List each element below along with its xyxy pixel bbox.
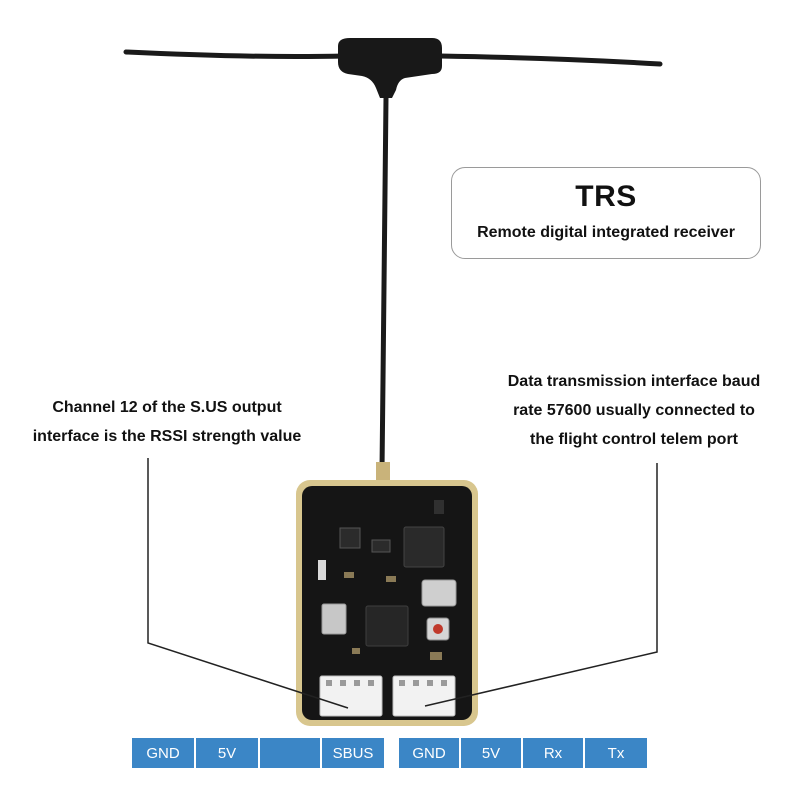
smd-part-7 (386, 576, 396, 582)
ufl-connector (376, 462, 390, 484)
callout-sbus-line: Channel 12 of the S.US output (52, 399, 282, 416)
pin-label (260, 738, 320, 768)
pin-label: SBUS (322, 738, 384, 768)
leader-line-right (424, 463, 658, 707)
header-socket-right (392, 675, 456, 717)
smd-part-6 (344, 572, 354, 578)
chip-rf (403, 526, 445, 568)
product-subtitle: Remote digital integrated receiver (477, 224, 735, 241)
smd-part-8 (352, 648, 360, 654)
callout-telemetry-line: Data transmission interface baud (507, 373, 761, 390)
pin-label-row-uart: GND 5V Rx Tx (399, 738, 647, 768)
pin-label-row-sbus: GND 5V SBUS (132, 738, 384, 768)
leader-line-left (147, 458, 349, 709)
pin-label: 5V (461, 738, 521, 768)
bind-button-cap (433, 624, 443, 634)
smd-part-5 (430, 652, 442, 660)
callout-sbus: Channel 12 of the S.US output interface … (8, 393, 326, 451)
callout-sbus-line: interface is the RSSI strength value (32, 428, 302, 445)
header-pins (326, 680, 447, 686)
smd-part-3 (371, 539, 391, 553)
title-box: TRS Remote digital integrated receiver (451, 167, 761, 259)
antenna-coax (379, 97, 389, 471)
smd-part-2 (339, 527, 361, 549)
crystal-left (321, 603, 347, 635)
crystal-right (421, 579, 457, 607)
product-title: TRS (575, 180, 637, 213)
smd-part-4 (434, 500, 444, 514)
pin-label: 5V (196, 738, 258, 768)
pin-label: GND (399, 738, 459, 768)
callout-telemetry-line: the flight control telem port (530, 431, 738, 448)
chip-mcu (365, 605, 409, 647)
smd-part-1 (318, 560, 326, 580)
pin-label: Rx (523, 738, 583, 768)
header-socket-left (319, 675, 383, 717)
callout-telemetry: Data transmission interface baud rate 57… (474, 367, 794, 454)
callout-telemetry-line: rate 57600 usually connected to (513, 402, 755, 419)
pin-label: GND (132, 738, 194, 768)
antenna-t-junction (338, 38, 442, 98)
pin-label: Tx (585, 738, 647, 768)
